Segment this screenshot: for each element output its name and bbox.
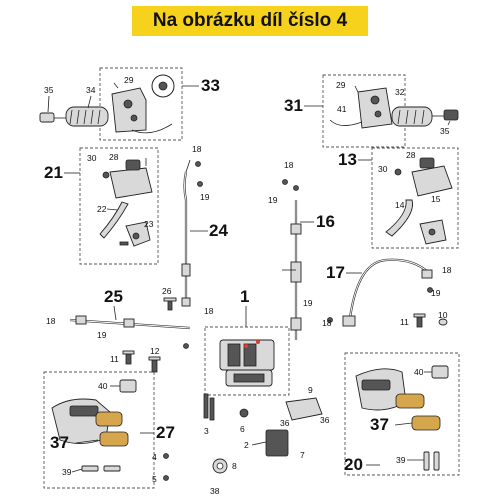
banner-title: Na obrázku díl číslo 4 bbox=[152, 10, 348, 31]
brake-pad-left-upper bbox=[95, 411, 123, 427]
label-19-c: 19 bbox=[97, 330, 107, 340]
label-6: 6 bbox=[240, 424, 245, 434]
label-19-d: 19 bbox=[303, 298, 313, 308]
label-25: 25 bbox=[104, 287, 123, 306]
right-handlebar-assembly bbox=[329, 85, 459, 129]
grip-34 bbox=[65, 106, 109, 127]
label-22: 22 bbox=[97, 204, 107, 214]
label-30-right: 30 bbox=[378, 164, 388, 174]
label-29-right: 29 bbox=[336, 80, 346, 90]
left-caliper-assembly bbox=[51, 379, 137, 472]
brake-pad-right-upper bbox=[395, 393, 425, 409]
label-34: 34 bbox=[86, 85, 96, 95]
group-box-27 bbox=[43, 371, 155, 489]
label-36-a: 36 bbox=[280, 418, 290, 428]
group-box-20 bbox=[344, 352, 460, 476]
master-cylinder-21 bbox=[109, 167, 153, 199]
label-9: 9 bbox=[308, 385, 313, 395]
label-37-left: 37 bbox=[50, 433, 69, 452]
left-master-cylinder-assembly bbox=[99, 158, 153, 247]
label-4: 4 bbox=[152, 452, 157, 462]
switch-housing-left bbox=[111, 87, 147, 133]
label-17: 17 bbox=[326, 263, 345, 282]
label-10: 10 bbox=[438, 310, 448, 320]
label-33: 33 bbox=[201, 76, 220, 95]
abs-modulator-1 bbox=[219, 339, 275, 387]
bolts-right-of-box1 bbox=[413, 313, 448, 328]
ecu-2 bbox=[265, 429, 289, 457]
bolts-left-of-box1 bbox=[122, 350, 161, 373]
label-40-right: 40 bbox=[414, 367, 424, 377]
label-16: 16 bbox=[316, 212, 335, 231]
brake-hose-25 bbox=[69, 315, 191, 349]
label-21: 21 bbox=[44, 163, 63, 182]
label-11-right: 11 bbox=[400, 317, 409, 327]
center-bottom-hardware bbox=[163, 393, 323, 481]
label-18-b: 18 bbox=[284, 160, 294, 170]
label-28-left: 28 bbox=[109, 152, 119, 162]
group-box-13 bbox=[371, 147, 459, 249]
label-2: 2 bbox=[244, 440, 249, 450]
label-19-a: 19 bbox=[200, 192, 210, 202]
label-3: 3 bbox=[204, 426, 209, 436]
brake-hose-17 bbox=[327, 258, 433, 327]
label-13: 13 bbox=[338, 150, 357, 169]
label-19-b: 19 bbox=[268, 195, 278, 205]
label-18-d: 18 bbox=[204, 306, 214, 316]
label-37-right: 37 bbox=[370, 415, 389, 434]
label-1: 1 bbox=[240, 287, 249, 306]
label-15: 15 bbox=[431, 194, 441, 204]
left-handlebar-assembly bbox=[39, 74, 175, 134]
brake-hose-16 bbox=[282, 179, 302, 340]
brake-hose-24 bbox=[181, 159, 203, 307]
brake-lever-22 bbox=[99, 201, 129, 239]
label-36-b: 36 bbox=[320, 415, 330, 425]
brake-pad-right-lower bbox=[411, 415, 441, 431]
bar-end-35 bbox=[39, 112, 55, 123]
label-12: 12 bbox=[150, 346, 160, 356]
label-30-left: 30 bbox=[87, 153, 97, 163]
right-caliper-assembly bbox=[355, 365, 449, 471]
label-14: 14 bbox=[395, 200, 405, 210]
label-24: 24 bbox=[209, 221, 228, 240]
label-23: 23 bbox=[144, 219, 154, 229]
bar-end-35-right bbox=[443, 109, 459, 121]
label-41: 41 bbox=[337, 104, 347, 114]
label-35-left: 35 bbox=[44, 85, 54, 95]
label-18-f: 18 bbox=[442, 265, 452, 275]
label-11-left: 11 bbox=[110, 354, 119, 364]
label-40-left: 40 bbox=[98, 381, 108, 391]
label-19-e: 19 bbox=[431, 288, 441, 298]
label-39-left: 39 bbox=[62, 467, 72, 477]
label-29-left: 29 bbox=[124, 75, 134, 85]
group-box-1 bbox=[204, 326, 290, 396]
label-28-right: 28 bbox=[406, 150, 416, 160]
label-8: 8 bbox=[232, 461, 237, 471]
group-box-33 bbox=[99, 67, 183, 141]
label-31: 31 bbox=[284, 96, 303, 115]
brake-pad-left-lower bbox=[99, 431, 129, 447]
label-18-e: 18 bbox=[322, 318, 332, 328]
label-32: 32 bbox=[395, 87, 405, 97]
label-38: 38 bbox=[210, 486, 220, 496]
master-cylinder-13 bbox=[411, 165, 453, 197]
group-box-21 bbox=[79, 147, 159, 265]
bracket-9 bbox=[285, 397, 323, 421]
label-39-right: 39 bbox=[396, 455, 406, 465]
label-5: 5 bbox=[152, 474, 157, 484]
switch-housing-right bbox=[357, 87, 393, 129]
label-20: 20 bbox=[344, 455, 363, 474]
brake-lever-14 bbox=[385, 199, 414, 237]
banner: Na obrázku díl číslo 4 bbox=[132, 6, 368, 36]
label-27: 27 bbox=[156, 423, 175, 442]
label-7: 7 bbox=[300, 450, 305, 460]
label-18-c: 18 bbox=[46, 316, 56, 326]
right-master-cylinder-assembly bbox=[385, 157, 453, 245]
label-18-a: 18 bbox=[192, 144, 202, 154]
bolt-26 bbox=[163, 297, 177, 311]
label-26: 26 bbox=[162, 286, 172, 296]
label-35-right: 35 bbox=[440, 126, 450, 136]
